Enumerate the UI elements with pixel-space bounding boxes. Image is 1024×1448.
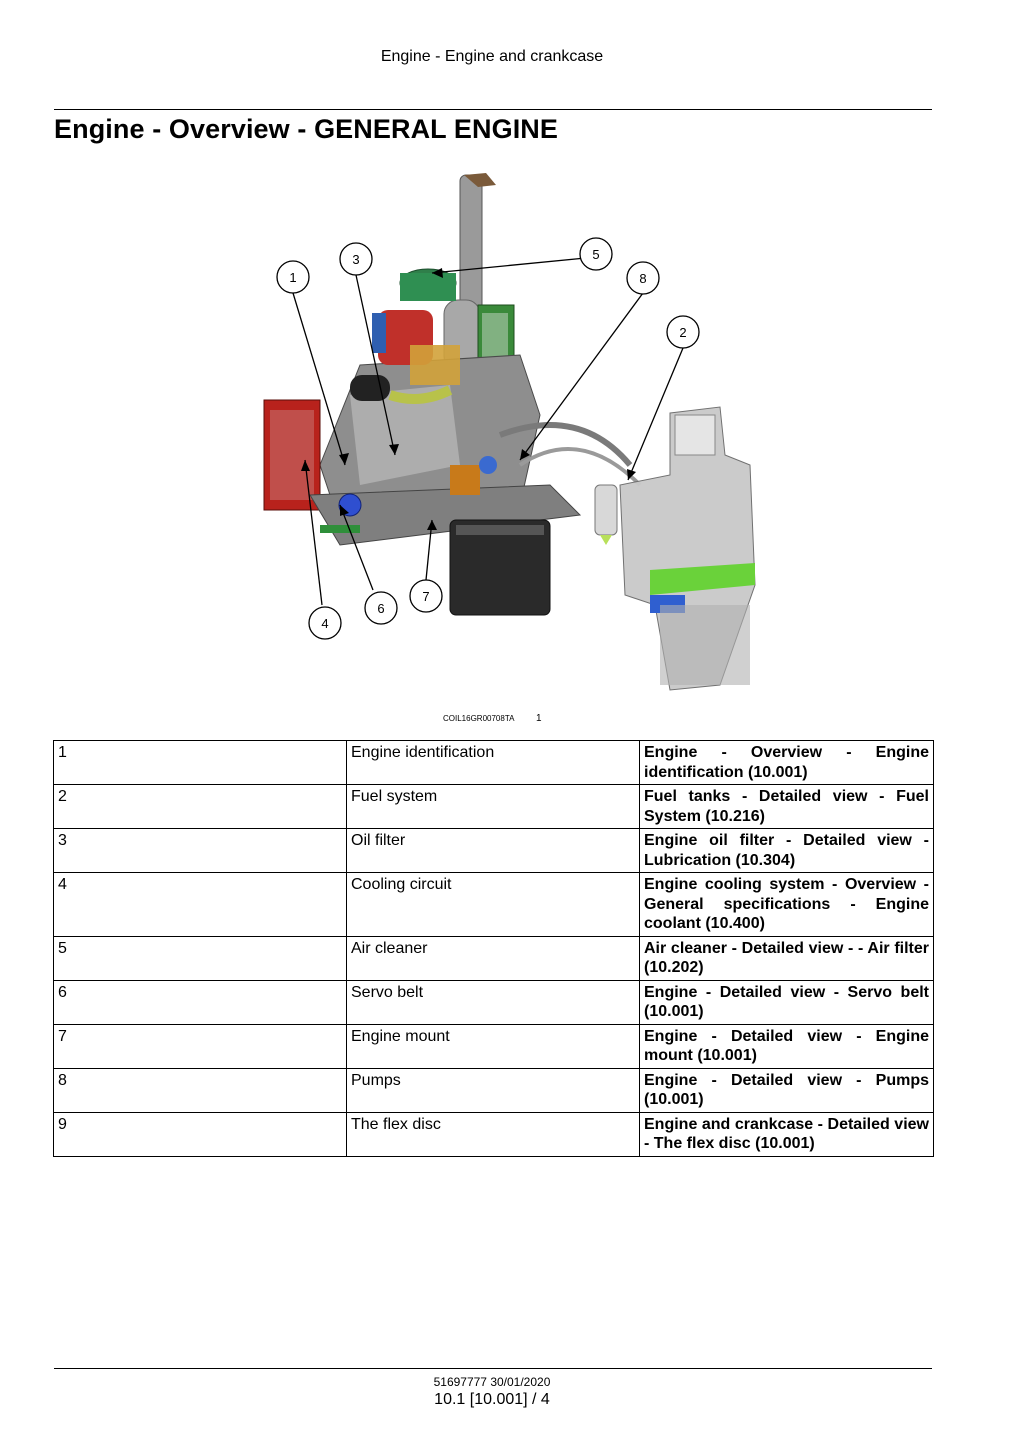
callout-6-circle <box>364 591 398 625</box>
callout-3-label: 3 <box>352 252 359 267</box>
component-name: Oil filter <box>346 828 640 873</box>
callout-5-circle <box>579 237 613 271</box>
component-name: Servo belt <box>346 979 640 1025</box>
component-name: Air cleaner <box>346 935 640 981</box>
callout-7-label: 7 <box>422 589 429 604</box>
row-number: 5 <box>53 935 347 981</box>
row-number: 6 <box>53 979 347 1025</box>
callout-5-label: 5 <box>592 247 599 262</box>
reference-link[interactable]: Engine - Detailed view - Pumps (10.001) <box>639 1067 934 1113</box>
component-name: Engine mount <box>346 1023 640 1069</box>
component-name: Cooling circuit <box>346 872 640 937</box>
reference-link[interactable]: Fuel tanks - Detailed view - Fuel System… <box>639 784 934 829</box>
page-reference: 10.1 [10.001] / 4 <box>434 1391 550 1408</box>
component-name: The flex disc <box>346 1111 640 1157</box>
figure-number: 1 <box>536 713 542 724</box>
header-rule <box>54 109 932 110</box>
reference-link[interactable]: Engine oil filter - Detailed view - Lubr… <box>639 828 934 873</box>
callout-4-circle <box>308 606 342 640</box>
component-name: Engine identification <box>346 740 640 785</box>
row-number: 1 <box>53 740 347 785</box>
callout-2-label: 2 <box>679 325 686 340</box>
engine-illustration: 1 3 5 8 2 4 6 7 <box>250 165 790 700</box>
page-title: Engine - Overview - GENERAL ENGINE <box>54 114 559 144</box>
callout-3-circle <box>339 242 373 276</box>
reference-link[interactable]: Air cleaner - Detailed view - - Air filt… <box>639 935 934 981</box>
callout-4-label: 4 <box>321 616 328 631</box>
callout-1-label: 1 <box>289 270 296 285</box>
component-name: Fuel system <box>346 784 640 829</box>
row-number: 3 <box>53 828 347 873</box>
callout-6-label: 6 <box>377 601 384 616</box>
reference-link[interactable]: Engine - Detailed view - Servo belt (10.… <box>639 979 934 1025</box>
callout-7-circle <box>409 579 443 613</box>
reference-link[interactable]: Engine - Detailed view - Engine mount (1… <box>639 1023 934 1069</box>
reference-link[interactable]: Engine - Overview - Engine identificatio… <box>639 740 934 785</box>
figure-caption: COIL16GR00708TA <box>443 714 515 723</box>
document-id: 51697777 30/01/2020 <box>433 1375 551 1389</box>
callout-1-circle <box>276 260 310 294</box>
reference-link[interactable]: Engine cooling system - Overview - Gener… <box>639 872 934 937</box>
callout-2-circle <box>666 315 700 349</box>
footer-rule <box>54 1368 932 1369</box>
row-number: 7 <box>53 1023 347 1069</box>
running-header: Engine - Engine and crankcase <box>380 48 604 65</box>
callout-8-circle <box>626 261 660 295</box>
component-name: Pumps <box>346 1067 640 1113</box>
row-number: 8 <box>53 1067 347 1113</box>
callout-8-label: 8 <box>639 271 646 286</box>
row-number: 4 <box>53 872 347 937</box>
reference-link[interactable]: Engine and crankcase - Detailed view - T… <box>639 1111 934 1157</box>
row-number: 9 <box>53 1111 347 1157</box>
row-number: 2 <box>53 784 347 829</box>
